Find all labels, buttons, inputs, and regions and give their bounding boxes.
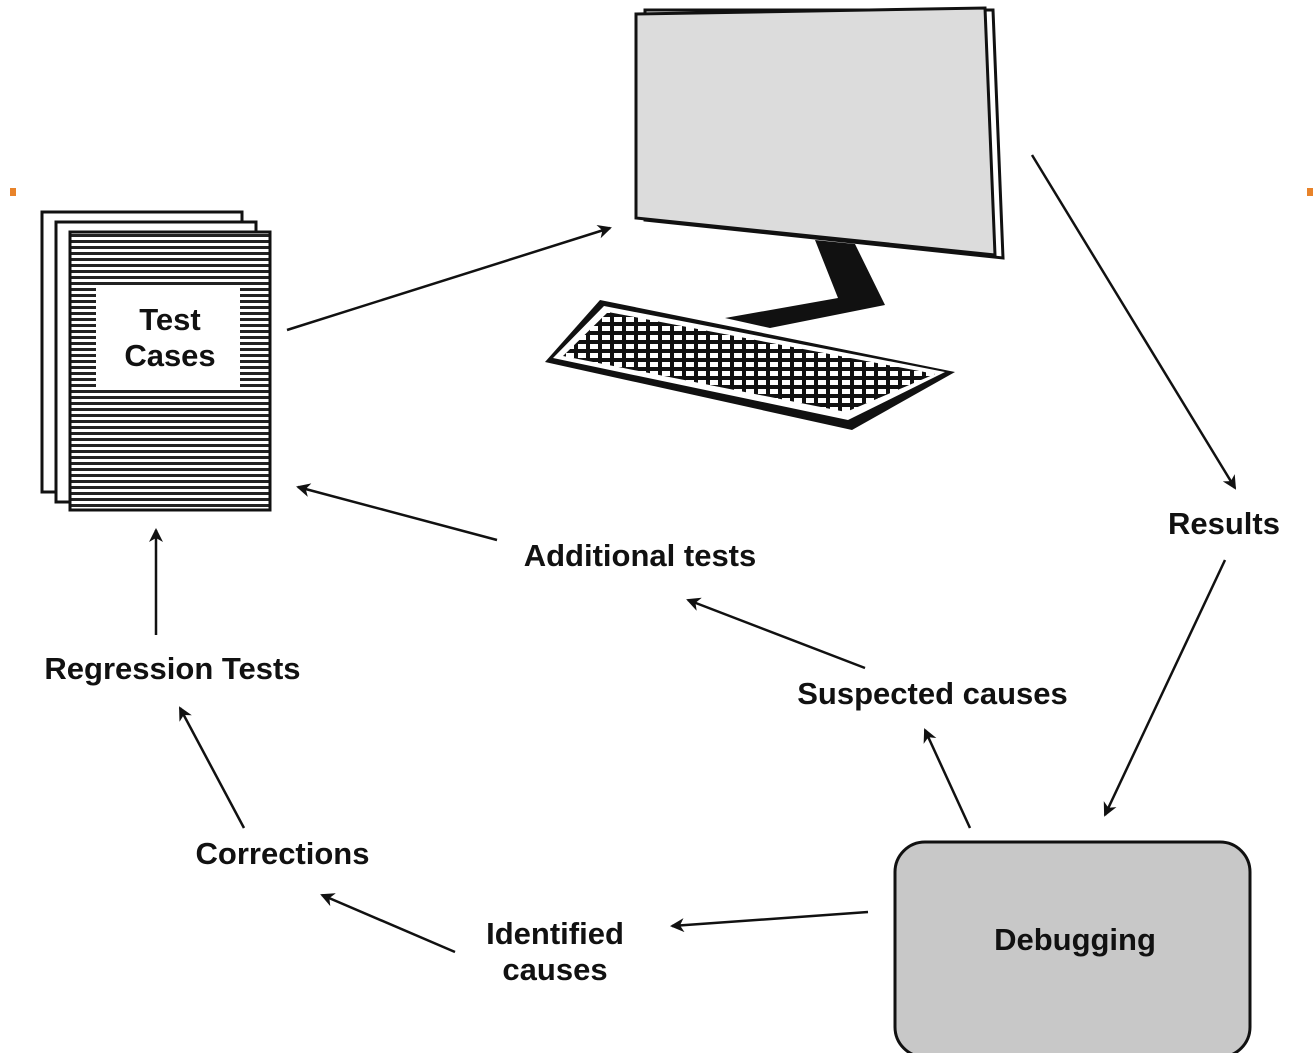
arrow-testcases-to-computer: [286, 224, 612, 332]
regression-tests-label: Regression Tests: [44, 651, 301, 686]
arrow-corrections-to-regression: [178, 706, 246, 829]
arrow-suspected-to-additional: [686, 597, 866, 670]
test-cases-line-2: Cases: [124, 338, 216, 373]
results-label: Results: [1168, 506, 1280, 541]
arrow-debugging-to-suspected: [923, 728, 972, 829]
corrections-label: Corrections: [195, 836, 370, 871]
suspected-causes-label: Suspected causes: [797, 676, 1068, 711]
document-stack-icon: [40, 210, 272, 512]
test-cases-title-box: [96, 285, 240, 390]
arrow-additional-to-testcases: [296, 483, 498, 542]
edge-marker-left: [10, 188, 16, 196]
debugging-label: Debugging: [994, 922, 1156, 957]
arrow-computer-to-results: [1030, 154, 1237, 490]
edge-marker-right: [1307, 188, 1313, 196]
keyboard-icon: [545, 300, 955, 430]
identified-causes-label: Identified causes: [465, 916, 645, 988]
arrow-identified-to-corrections: [320, 893, 456, 954]
identified-causes-line-1: Identified: [486, 916, 624, 951]
test-cases-line-1: Test: [139, 302, 201, 337]
identified-causes-line-2: causes: [502, 952, 608, 987]
arrow-results-to-debugging: [1103, 559, 1227, 817]
monitor-stand: [725, 240, 885, 328]
arrow-debugging-to-identified: [670, 910, 869, 933]
additional-tests-label: Additional tests: [523, 538, 757, 573]
debugging-box: [893, 840, 1252, 1053]
computer-monitor-icon: [634, 6, 1005, 328]
test-cases-label: Test Cases: [100, 302, 240, 374]
